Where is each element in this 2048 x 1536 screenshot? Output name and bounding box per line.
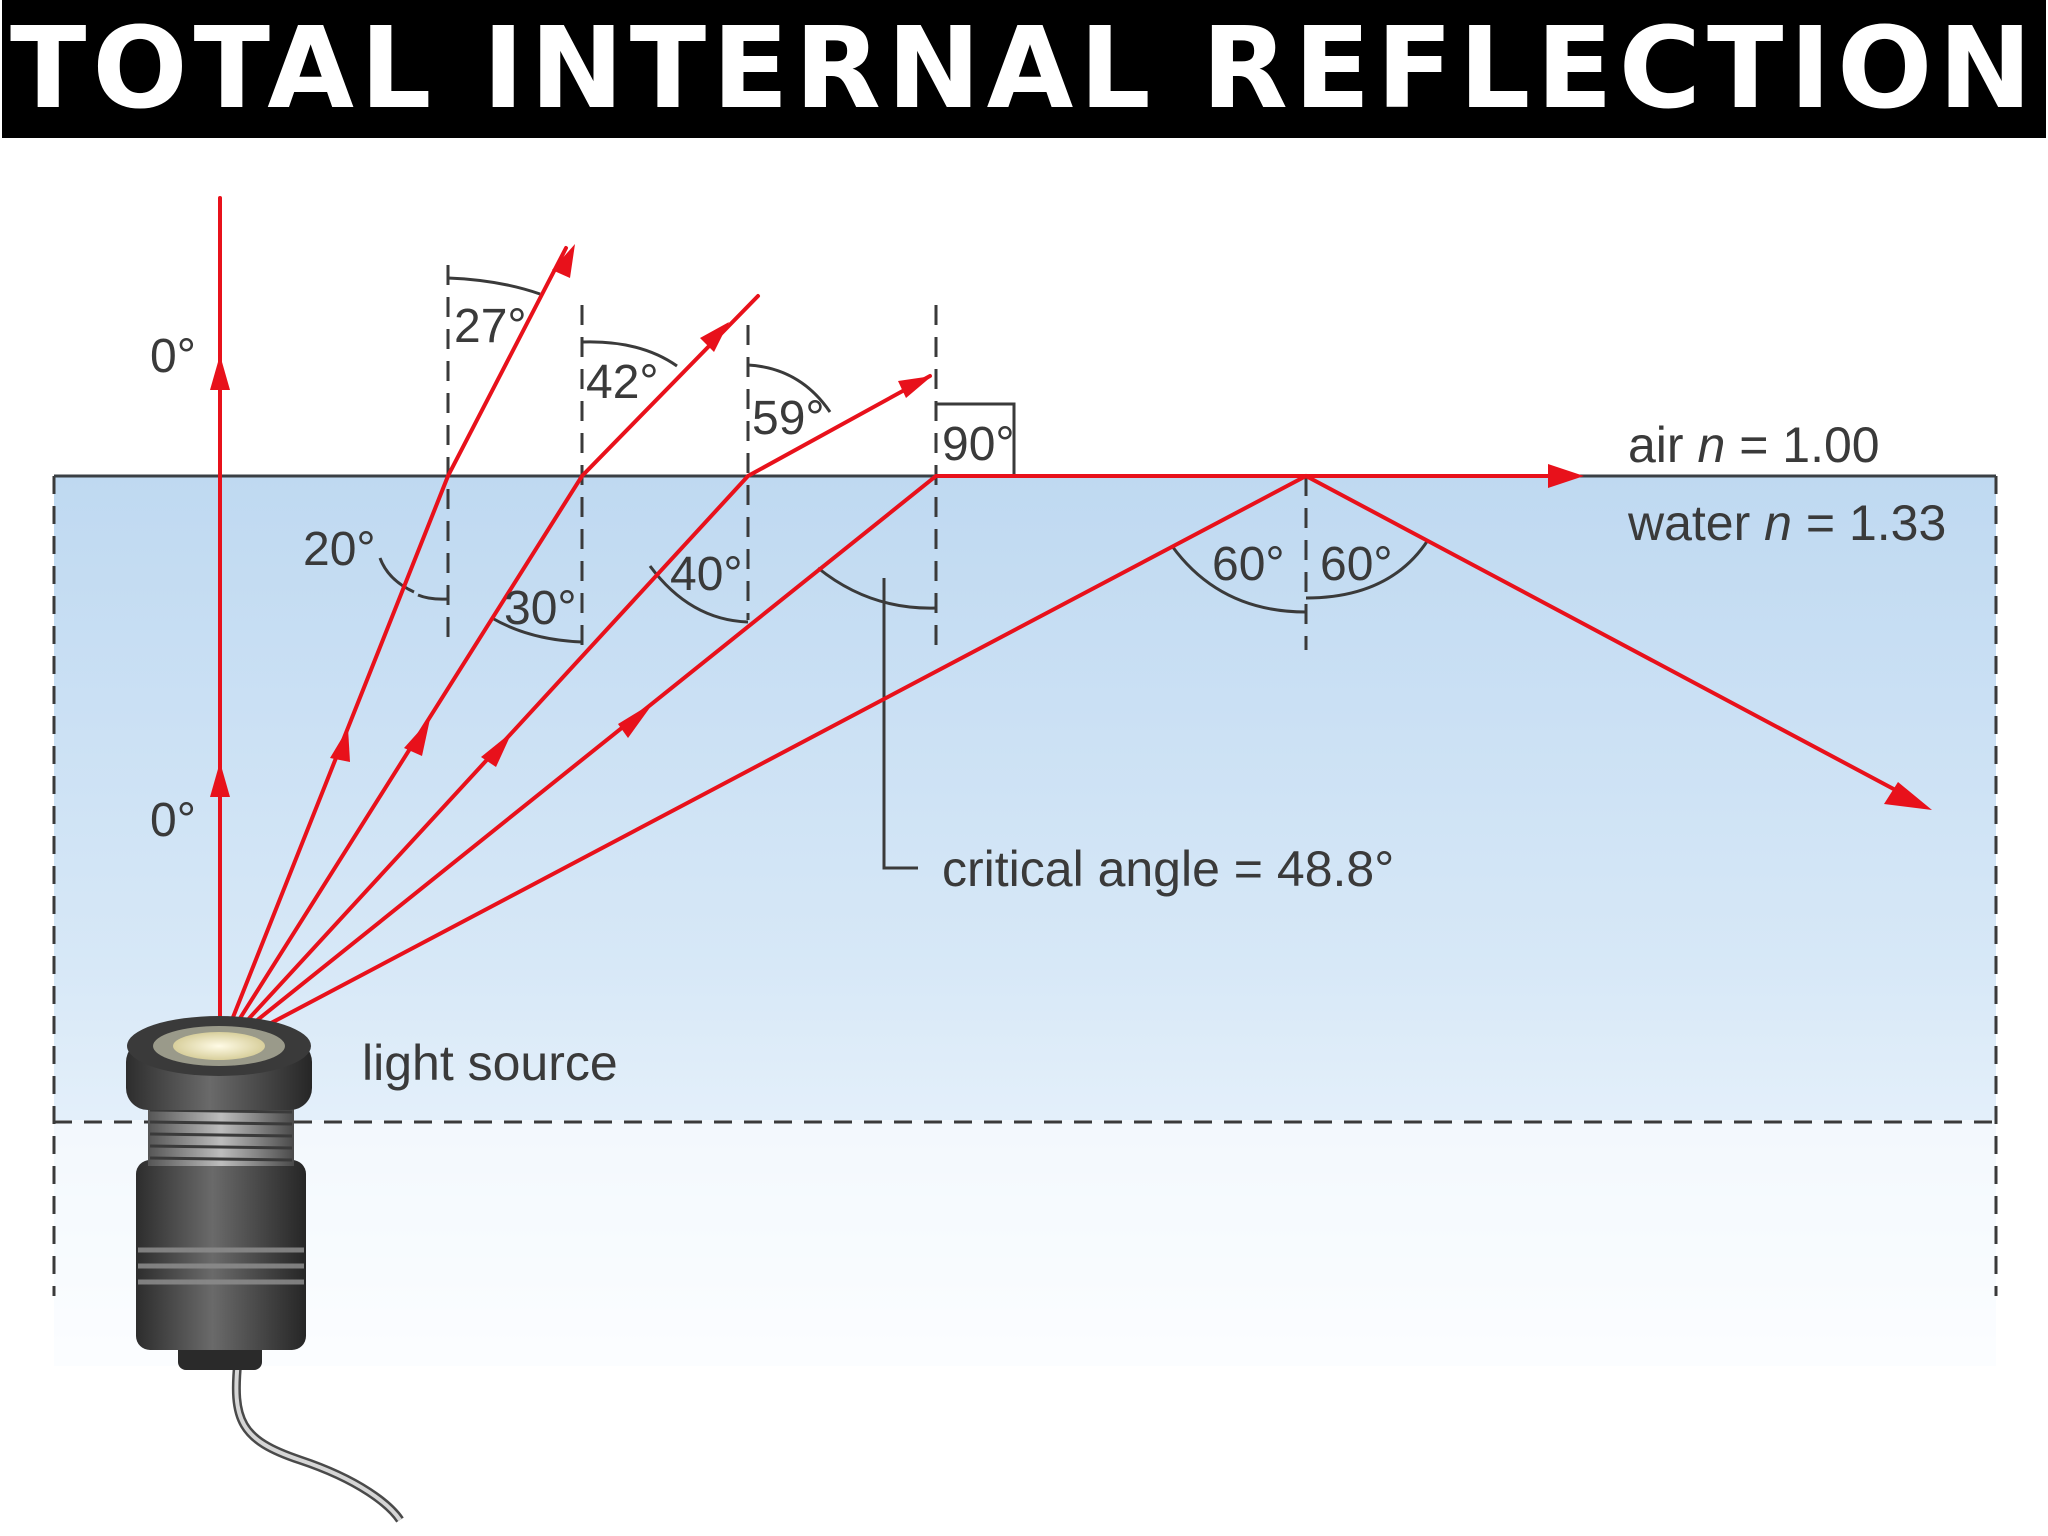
arc-60-right — [1305, 539, 1430, 600]
arc-20 — [417, 593, 449, 601]
tank-outline — [52, 476, 1998, 1296]
thread-lines — [149, 1108, 293, 1162]
title-bar: TOTAL INTERNAL REFLECTION — [2, 0, 2046, 138]
arrow-ray40-water — [481, 732, 512, 767]
angle-ray1-air: 27° — [454, 300, 527, 353]
angle-ray3-water: 40° — [670, 548, 743, 601]
angle-ray5-incident: 60° — [1212, 538, 1285, 591]
arc-59 — [747, 363, 832, 413]
arc-40 — [648, 565, 749, 624]
lamp-lens — [173, 1032, 265, 1060]
leader-critical — [882, 578, 918, 870]
arrowheads — [210, 244, 1932, 810]
rays — [218, 196, 1920, 1052]
lamp-bands — [138, 1247, 304, 1285]
arc-critical — [817, 566, 937, 610]
arc-30 — [491, 616, 583, 644]
angle-ray0-water: 0° — [150, 794, 196, 847]
angle-ray4-air: 90° — [942, 418, 1015, 471]
ray-critical — [218, 474, 1572, 1052]
ray-30 — [218, 294, 760, 1052]
arrow-ray30-water — [404, 719, 430, 756]
arc-60-left — [1170, 545, 1307, 614]
angle-ray2-water: 30° — [504, 582, 577, 635]
arrow-ray20-air — [552, 244, 575, 278]
arrow-ray48-water — [618, 702, 654, 738]
water-label: water n = 1.33 — [1627, 495, 1946, 551]
angle-ray3-air: 59° — [752, 392, 825, 445]
lamp-body — [136, 1160, 306, 1350]
arrow-surface — [1548, 464, 1584, 488]
angle-ray1-water: 20° — [303, 523, 376, 576]
leader-20 — [378, 557, 415, 594]
light-source-icon — [126, 1016, 404, 1523]
arc-27 — [447, 276, 541, 296]
arrow-ray40-air — [898, 376, 932, 398]
arrow-ray0-top — [210, 355, 230, 390]
light-source-label: light source — [362, 1035, 618, 1091]
ray-20 — [218, 246, 568, 1052]
arrow-reflected — [1884, 782, 1932, 810]
angle-ray2-air: 42° — [586, 356, 659, 409]
page-title: TOTAL INTERNAL REFLECTION — [9, 4, 2039, 134]
arc-90 — [936, 402, 1016, 476]
water-fade — [54, 1120, 1996, 1366]
arrow-ray20-water — [330, 728, 350, 762]
arc-42 — [581, 340, 678, 368]
leaders — [378, 557, 918, 870]
air-label: air n = 1.00 — [1628, 417, 1880, 473]
angle-ray0-air: 0° — [150, 330, 196, 383]
ray-40 — [218, 374, 932, 1052]
arrow-ray0-bottom — [210, 762, 230, 797]
ray-reflected — [218, 473, 1920, 1052]
angle-arcs — [417, 276, 1430, 644]
angle-ray5-reflected: 60° — [1320, 538, 1393, 591]
critical-angle-label: critical angle = 48.8° — [942, 841, 1394, 897]
arrow-ray30-air — [700, 322, 729, 352]
